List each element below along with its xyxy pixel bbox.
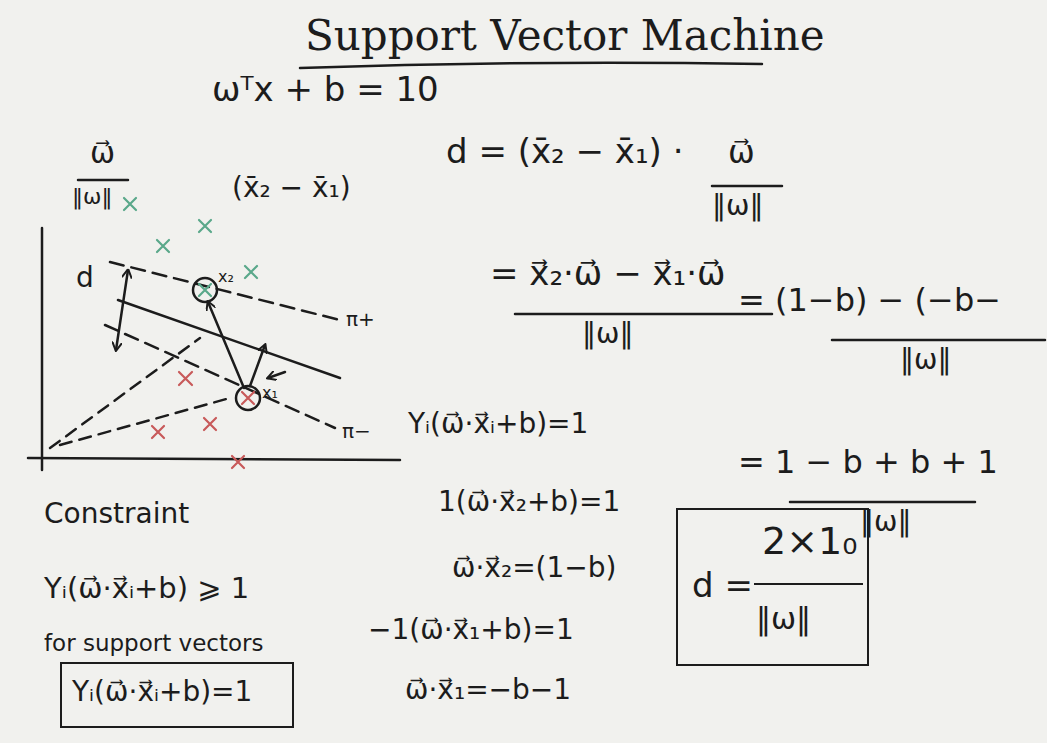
point-label: x₁ <box>262 384 278 402</box>
negative-points <box>152 372 254 468</box>
note: for support vectors <box>44 630 264 656</box>
margin-label: d <box>76 262 94 294</box>
equation: ωᵀx + b = 10 <box>212 70 439 109</box>
title-underline <box>300 63 762 68</box>
equation: = x⃗₂·ω⃗ − x⃗₁·ω⃗ <box>490 254 725 293</box>
equation: −1(ω⃗·x⃗₁+b)=1 <box>368 614 574 646</box>
difference-vector <box>208 302 244 388</box>
equation: = (1−b) − (−b− <box>738 282 1001 319</box>
positive-points <box>124 198 257 296</box>
fraction-bar <box>790 501 975 504</box>
tick-arrow <box>268 372 285 378</box>
guide-line <box>50 338 200 448</box>
fraction-numerator: ω⃗ <box>728 134 755 171</box>
equation: 1(ω⃗·x⃗₂+b)=1 <box>438 486 620 518</box>
plane-label: π− <box>342 420 371 443</box>
title: Support Vector Machine <box>305 12 825 60</box>
fraction-bar <box>515 313 772 316</box>
support-vector <box>236 386 260 410</box>
fraction-denominator: ‖ω‖ <box>72 184 112 209</box>
equation: Yᵢ(ω⃗·x⃗ᵢ+b)=1 <box>72 676 252 708</box>
fraction-bar <box>754 583 863 586</box>
margin-arrow <box>116 270 128 350</box>
fraction-denominator: ‖ω‖ <box>756 602 811 637</box>
lower-margin <box>105 325 335 428</box>
equation: ω⃗·x⃗₂=(1−b) <box>452 552 617 584</box>
support-vector-box: Yᵢ(ω⃗·x⃗ᵢ+b)=1 <box>60 662 294 728</box>
fraction-numerator: 2×1₀ <box>762 520 857 564</box>
expression: (x̄₂ − x̄₁) <box>232 172 351 204</box>
equation: Yᵢ(ω⃗·x⃗ᵢ+b)=1 <box>408 408 588 440</box>
heading: Constraint <box>44 498 189 530</box>
constraint-equation: Yᵢ(ω⃗·x⃗ᵢ+b) ⩾ 1 <box>44 572 249 605</box>
fraction-bar <box>78 179 128 182</box>
support-vector <box>193 278 217 302</box>
point-label: x₂ <box>218 268 234 286</box>
equation: = 1 − b + b + 1 <box>738 444 998 481</box>
equation: d = (x̄₂ − x̄₁) · <box>446 132 683 171</box>
fraction-denominator: ‖ω‖ <box>582 318 633 350</box>
upper-margin <box>110 262 340 320</box>
fraction-denominator: ‖ω‖ <box>900 344 951 376</box>
hyperplane <box>118 300 340 378</box>
fraction-bar <box>832 339 1045 342</box>
normal-vector <box>250 345 265 386</box>
equation-part: d = <box>692 566 753 605</box>
fraction-numerator: ω⃗ <box>90 136 115 171</box>
y-axis <box>41 228 44 470</box>
x-axis <box>28 458 400 460</box>
result-box: d =2×1₀ ‖ω‖ <box>676 508 869 666</box>
plane-label: π+ <box>346 308 375 331</box>
equation: ω⃗·x⃗₁=−b−1 <box>405 674 571 706</box>
fraction-bar <box>712 185 782 188</box>
fraction-denominator: ‖ω‖ <box>712 190 763 222</box>
guide-line <box>60 398 230 445</box>
